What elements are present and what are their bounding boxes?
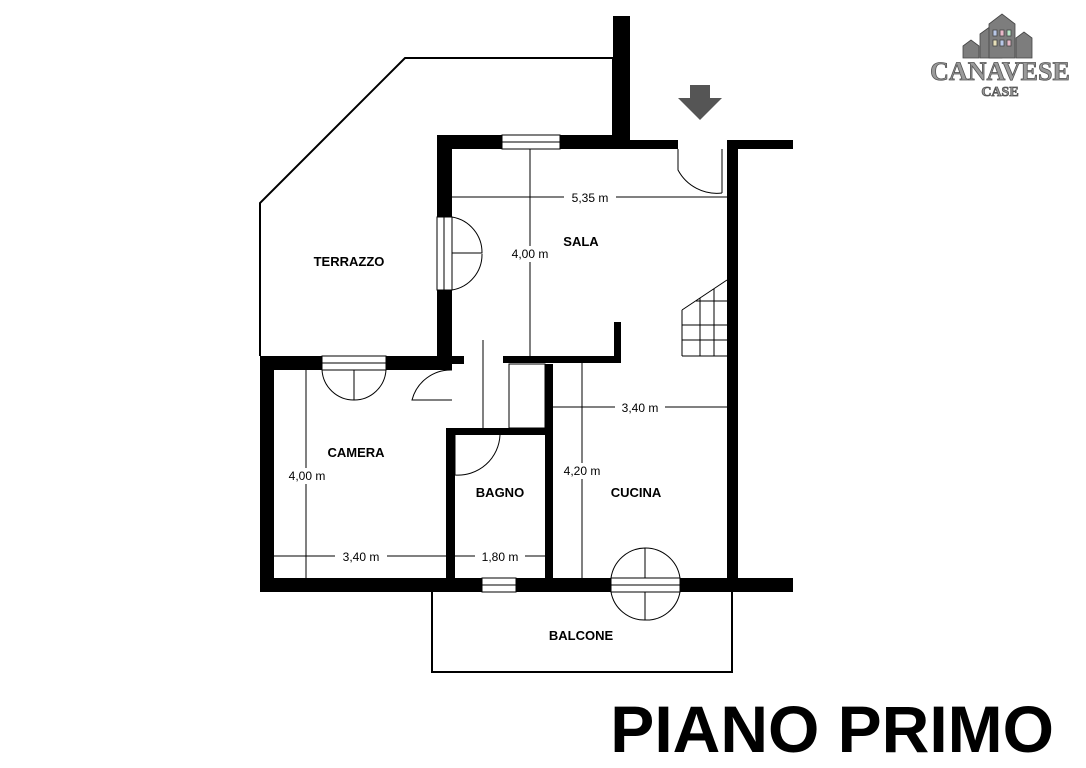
dim-bagno-width: 1,80 m: [482, 550, 519, 564]
staircase: [681, 279, 728, 357]
room-sala: SALA: [563, 234, 599, 249]
dim-camera-width: 3,40 m: [343, 550, 380, 564]
windows: [321, 134, 681, 593]
dimension-labels: 5,35 m 4,00 m 3,40 m 4,20 m 4,00 m 3,40 …: [282, 189, 665, 564]
dim-cucina-depth: 4,20 m: [564, 464, 601, 478]
entrance-door: [677, 149, 723, 194]
logo-line2: CASE: [981, 85, 1018, 100]
terrazzo-outline: [259, 57, 614, 356]
room-balcone: BALCONE: [549, 628, 614, 643]
entrance-arrow-icon: [678, 85, 722, 120]
balcone-outline: [431, 592, 733, 673]
room-terrazzo: TERRAZZO: [314, 254, 385, 269]
room-cucina: CUCINA: [611, 485, 662, 500]
dim-camera-depth: 4,00 m: [289, 469, 326, 483]
canavese-case-logo: CANAVESE CASE: [930, 13, 1070, 100]
dim-sala-width: 5,35 m: [572, 191, 609, 205]
dim-sala-depth: 4,00 m: [512, 247, 549, 261]
dim-cucina-width: 3,40 m: [622, 401, 659, 415]
doors: [321, 149, 723, 621]
houses-icon: [962, 13, 1033, 59]
room-camera: CAMERA: [327, 445, 385, 460]
walls: [260, 16, 793, 592]
page-title: PIANO PRIMO: [610, 692, 1054, 766]
room-bagno: BAGNO: [476, 485, 524, 500]
room-labels: TERRAZZO SALA CAMERA BAGNO CUCINA BALCON…: [314, 234, 662, 643]
logo-line1: CANAVESE: [930, 57, 1070, 86]
